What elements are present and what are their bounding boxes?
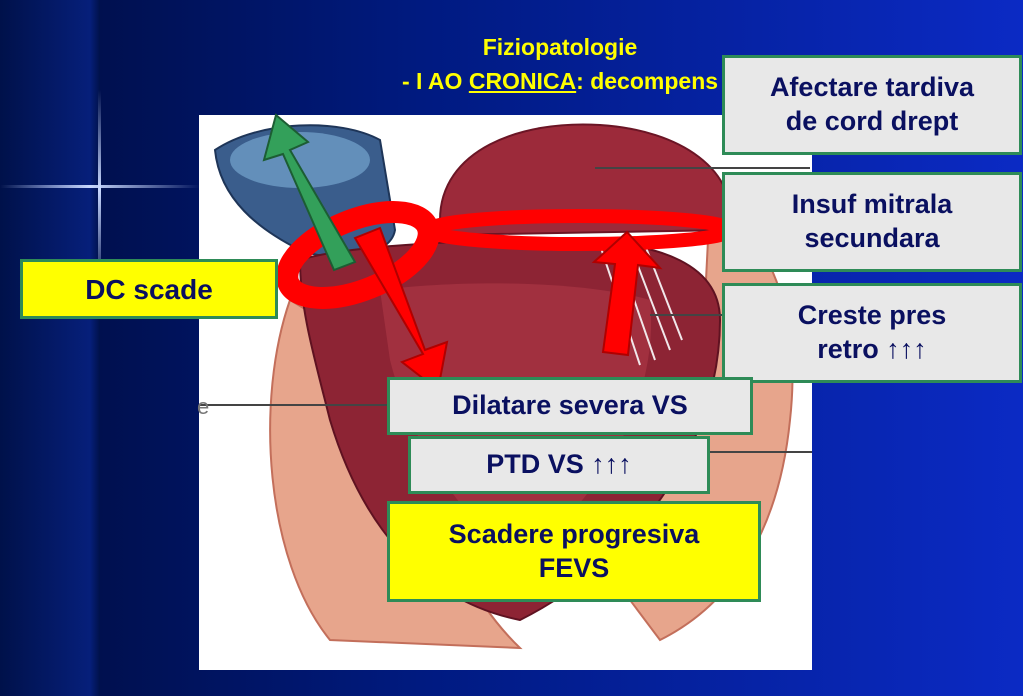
- dilatare-label: Dilatare severa VS: [452, 390, 688, 421]
- illustration-fragment-e: e: [197, 394, 209, 419]
- afectare-box: Afectare tardiva de cord drept: [722, 55, 1022, 155]
- afectare-line-1: Afectare tardiva: [769, 72, 975, 103]
- insuf-line-2: secundara: [804, 223, 940, 253]
- title-suffix: : decompens: [576, 68, 719, 94]
- aorta-lumen: [230, 132, 370, 188]
- creste-line-1: Creste pres: [797, 300, 947, 331]
- sparkle-vertical: [98, 90, 101, 290]
- afectare-line-2: de cord drept: [785, 106, 959, 136]
- red-up-arrow: [591, 230, 663, 357]
- title-line-1: Fiziopatologie: [482, 34, 638, 60]
- insuf-line-1: Insuf mitrala: [791, 189, 953, 220]
- title-underlined: CRONICA: [468, 68, 577, 94]
- red-down-arrow: [353, 226, 449, 392]
- ptd-box: PTD VS ↑↑↑: [408, 436, 710, 494]
- insuf-mitrala-box: Insuf mitrala secundara: [722, 172, 1022, 272]
- slide-title: Fiziopatologie - I AO CRONICA: decompens: [230, 30, 890, 98]
- creste-pres-box: Creste pres retro ↑↑↑: [722, 283, 1022, 383]
- creste-line-2: retro ↑↑↑: [817, 334, 927, 364]
- title-prefix: - I AO: [401, 68, 469, 94]
- scadere-box: Scadere progresiva FEVS: [387, 501, 761, 602]
- ptd-label: PTD VS ↑↑↑: [486, 449, 632, 480]
- title-line-2: - I AO CRONICA: decompens: [230, 64, 890, 98]
- dc-scade-label: DC scade: [85, 273, 213, 305]
- green-up-arrow: [262, 113, 357, 272]
- dc-scade-box: DC scade: [20, 259, 278, 319]
- dilatare-box: Dilatare severa VS: [387, 377, 753, 435]
- scadere-line-2: FEVS: [538, 552, 610, 583]
- left-accent-band: [0, 0, 100, 696]
- scadere-line-1: Scadere progresiva: [448, 518, 700, 549]
